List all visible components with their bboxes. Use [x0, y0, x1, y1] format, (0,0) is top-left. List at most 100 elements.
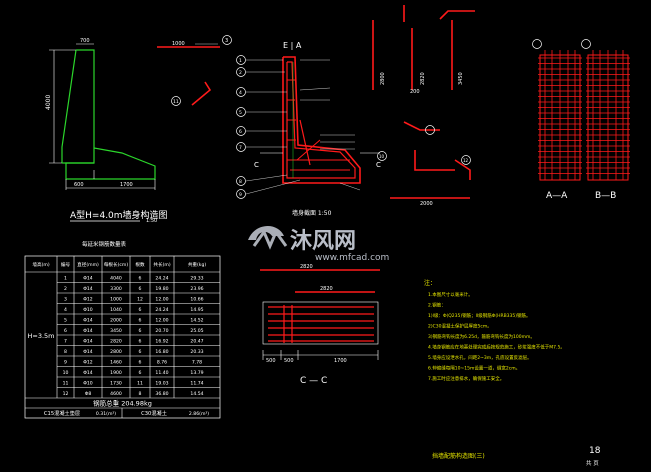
bar-len-6: 200 — [410, 89, 420, 95]
bar-mark-12-circle — [461, 155, 471, 165]
table-cell: 8 — [139, 391, 142, 397]
bar-len-5: 2000 — [420, 201, 433, 207]
section-cc — [260, 269, 380, 360]
section-ea-rebar — [260, 56, 380, 184]
bar-mark-11b-circle — [425, 125, 435, 135]
table-cell: 6 — [139, 370, 142, 376]
section-bb-label: B—B — [595, 191, 616, 201]
bar-len-2: 2800 — [380, 72, 386, 85]
table-cell: Φ14 — [83, 370, 93, 376]
table-cell: 6 — [139, 349, 142, 355]
ea-mark-5: 5 — [239, 110, 242, 116]
table-cell: 6 — [139, 276, 142, 282]
dim-a-small: 600 — [74, 182, 84, 188]
watermark-url: www.mfcad.com — [315, 253, 389, 263]
table-cell: 6 — [139, 339, 142, 345]
table-cell: 1730 — [110, 381, 122, 387]
notes-title: 注： — [424, 279, 436, 287]
table-cell: 6 — [139, 318, 142, 324]
bar-len-3: 2820 — [420, 72, 426, 85]
table-cell: 1900 — [110, 370, 122, 376]
grid-aa — [539, 50, 581, 181]
cc-top-dim-2: 2820 — [320, 286, 333, 292]
dim-a-height: 4000 — [45, 95, 52, 110]
table-cell: Φ12 — [83, 360, 93, 366]
table-cell: 4600 — [110, 391, 122, 397]
table-cell: Φ14 — [83, 328, 93, 334]
table-cell: Φ14 — [83, 339, 93, 345]
cc-dim-left: 500 — [266, 358, 276, 364]
table-cell: 11.74 — [190, 381, 203, 387]
c30-label: C30混凝土 — [141, 409, 167, 417]
table-cell: 8.76 — [157, 360, 167, 366]
c15-label: C15混凝土垫层 — [44, 409, 80, 417]
table-cell: 12.00 — [155, 318, 168, 324]
table-cell: 29.33 — [190, 276, 203, 282]
table-cell: 1000 — [110, 297, 122, 303]
c15-value: 0.31(m³) — [96, 411, 116, 417]
table-cell: 6 — [64, 328, 67, 334]
dim-a-base: 1700 — [120, 182, 133, 188]
table-header-cell: 共长(m) — [153, 261, 170, 268]
ea-mark-7: 7 — [239, 145, 242, 151]
bar-mark-12: 12 — [463, 158, 469, 163]
bar-shapes — [372, 5, 475, 199]
grid-bb — [587, 50, 629, 181]
bar-len-4: 3450 — [458, 72, 464, 85]
sheet-number: 18 — [589, 446, 601, 456]
table-cell: 14.95 — [190, 307, 203, 313]
table-header-cell: 编号 — [61, 261, 71, 268]
c30-value: 2.86(m³) — [189, 411, 209, 417]
note-line: 2.钢筋： — [428, 302, 446, 309]
table-cell: 19.80 — [155, 286, 168, 292]
note-line: 7.施工时应注意排水，确保施工安全。 — [428, 375, 504, 382]
bar-mark-3-circle — [222, 35, 232, 45]
table-cell: 1 — [64, 276, 67, 282]
table-cell: 5 — [64, 318, 67, 324]
notes-block: 1.本图尺寸以毫米计。2.钢筋：1)I级：Φ(Q235)钢筋；II级钢筋Φ(HR… — [428, 291, 565, 382]
table-header-cell: 直径(mm) — [77, 261, 99, 268]
ea-mark-4: 4 — [239, 90, 242, 96]
table-cell: 6 — [139, 286, 142, 292]
table-header-cell: 共重(kg) — [188, 261, 207, 268]
table-cell: 9 — [64, 360, 67, 366]
bar-mark-11-circle — [171, 96, 181, 106]
table-cell: 7 — [64, 339, 67, 345]
table-cell: 14.52 — [190, 318, 203, 324]
bar-len-1: 1000 — [172, 41, 185, 47]
table-cell: 2000 — [110, 318, 122, 324]
dim-a-top: 700 — [80, 38, 90, 44]
table-cell: 11 — [63, 381, 69, 387]
table-cell: 14.54 — [190, 391, 203, 397]
table-cell: 19.03 — [155, 381, 168, 387]
ea-mark-1: 1 — [239, 58, 242, 64]
bb-mark-circle — [581, 39, 591, 49]
table-cell: 16.80 — [155, 349, 168, 355]
table-header-cell: 每根长(cm) — [104, 261, 129, 268]
note-line: 2)C30混凝土保护层厚度5cm。 — [428, 323, 492, 330]
table-cell: 3300 — [110, 286, 122, 292]
cc-scale-title: 墙身截面 1:50 — [292, 209, 332, 217]
table-cell: 3 — [64, 297, 67, 303]
table-cell: 7.78 — [192, 360, 202, 366]
ea-mark-6: 6 — [239, 129, 242, 135]
table-cell: 10.66 — [190, 297, 203, 303]
table-cell: 1460 — [110, 360, 122, 366]
table-cell: 8 — [64, 349, 67, 355]
cc-top-dim: 2820 — [300, 264, 313, 270]
table-cell: 4040 — [110, 276, 122, 282]
table-cell: 10 — [63, 370, 69, 376]
table-cell: 4 — [64, 307, 67, 313]
note-line: 4.墙身钢筋应在地基处理完成后按规范施工，砂浆强度不低于M7.5。 — [428, 344, 565, 351]
ea-mark-9: 9 — [239, 192, 242, 198]
ea-mark-10-circle — [377, 151, 387, 161]
section-ea-label: E | A — [283, 41, 302, 50]
note-line: 6.伸缩缝每隔10~15m设置一道，缝宽2cm。 — [428, 365, 520, 372]
table-cell: Φ10 — [83, 307, 93, 313]
note-line: 1)I级：Φ(Q235)钢筋；II级钢筋Φ(HRB335)钢筋。 — [428, 312, 531, 319]
bar-mark-3: 3 — [225, 38, 228, 44]
section-aa-label: A—A — [546, 191, 568, 201]
table-total: 钢筋总重 204.98kg — [93, 399, 152, 408]
bottom-title: 挡墙配筋构造图(三) — [432, 452, 485, 460]
